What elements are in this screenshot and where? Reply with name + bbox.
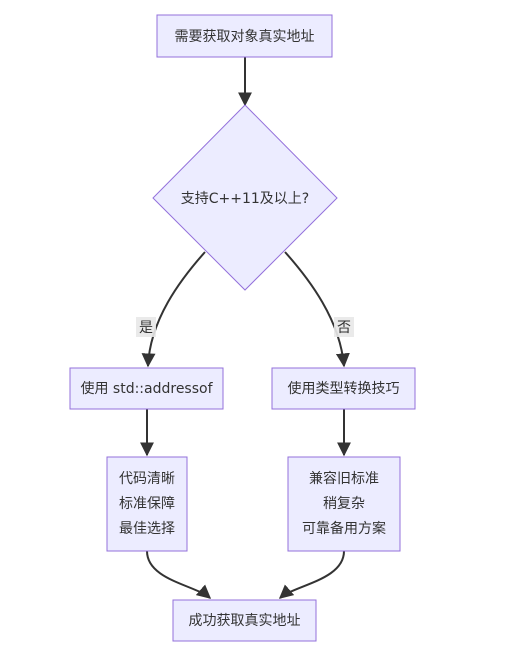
node-compat-line-3: 可靠备用方案 <box>302 520 386 537</box>
node-compat-line-1: 兼容旧标准 <box>309 470 379 487</box>
node-pros: 代码清晰 标准保障 最佳选择 <box>106 456 188 552</box>
node-use-addressof-label: 使用 std::addressof <box>80 380 213 397</box>
edge-decision-to-addressof <box>141 251 206 368</box>
node-use-cast: 使用类型转换技巧 <box>271 367 416 410</box>
edge-label-yes: 是 <box>136 317 156 337</box>
node-pros-line-2: 标准保障 <box>119 496 175 512</box>
edge-decision-to-cast <box>284 251 350 368</box>
node-use-addressof: 使用 std::addressof <box>69 367 224 410</box>
edges <box>140 57 351 599</box>
node-pros-line-1: 代码清晰 <box>119 471 175 487</box>
node-decision: 支持C++11及以上? <box>152 104 338 291</box>
edge-label-no-text: 否 <box>337 320 351 336</box>
edge-compat-to-end <box>278 550 345 599</box>
node-start-label: 需要获取对象真实地址 <box>175 29 315 45</box>
node-end: 成功获取真实地址 <box>172 599 317 642</box>
edge-label-yes-text: 是 <box>139 320 153 336</box>
edge-pros-to-end <box>146 550 212 599</box>
node-pros-line-3: 最佳选择 <box>119 521 175 537</box>
node-compat-line-2: 稍复杂 <box>323 495 365 512</box>
node-compat: 兼容旧标准 稍复杂 可靠备用方案 <box>287 456 401 552</box>
node-end-label: 成功获取真实地址 <box>189 613 301 629</box>
node-decision-label: 支持C++11及以上? <box>181 191 309 207</box>
node-use-cast-label: 使用类型转换技巧 <box>288 380 400 397</box>
edge-label-no: 否 <box>334 317 354 337</box>
node-start: 需要获取对象真实地址 <box>156 14 333 58</box>
